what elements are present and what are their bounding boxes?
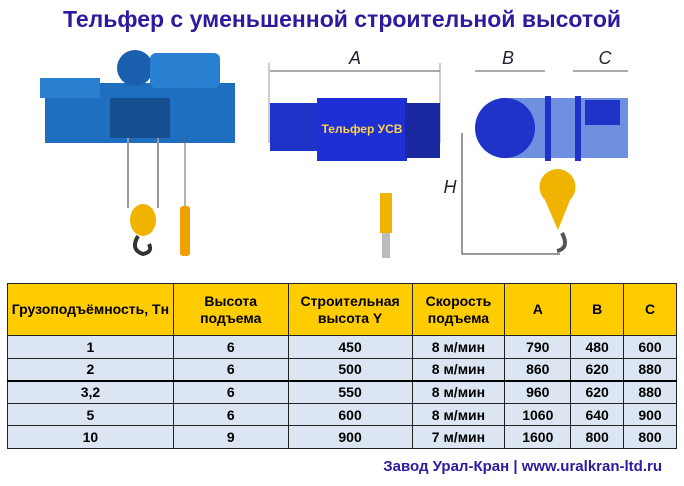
header-build-height: Строительная высота Y: [287, 283, 413, 336]
table-cell: 6: [172, 402, 289, 427]
table-cell: 790: [504, 335, 572, 359]
table-cell: 5: [7, 402, 174, 427]
table-cell: 900: [623, 402, 677, 427]
header-a: A: [504, 283, 572, 336]
table-cell: 8 м/мин: [411, 379, 506, 404]
header-c: C: [623, 283, 677, 336]
table-header-row: Грузоподъёмность, Тн Высота подъема Стро…: [7, 283, 677, 336]
table-cell: 6: [172, 335, 289, 359]
table-cell: 480: [570, 335, 625, 359]
hoist-photo: [40, 50, 235, 257]
table-cell: 6: [172, 379, 289, 404]
table-cell: 1: [7, 335, 174, 359]
table-cell: 1600: [504, 425, 572, 449]
table-cell: 10: [7, 425, 174, 449]
header-lift-height: Высота подъема: [172, 283, 289, 336]
header-b: B: [570, 283, 625, 336]
page-title: Тельфер с уменьшенной строительной высот…: [62, 6, 622, 32]
table-cell: 6: [172, 357, 289, 382]
hoist-label: Тельфер УСВ: [322, 122, 403, 136]
table-cell: 8 м/мин: [411, 335, 506, 359]
header-lift-speed: Скорость подъема: [411, 283, 506, 336]
footer-credit: Завод Урал-Кран | www.uralkran-ltd.ru: [383, 458, 662, 475]
table-cell: 800: [623, 425, 677, 449]
table-cell: 880: [623, 379, 677, 404]
table-cell: 3,2: [7, 379, 174, 404]
dim-b-label: B: [502, 48, 514, 68]
table-cell: 8 м/мин: [411, 402, 506, 427]
table-cell: 8 м/мин: [411, 357, 506, 382]
table-cell: 620: [570, 357, 625, 382]
header-capacity: Грузоподъёмность, Тн: [7, 283, 174, 336]
table-cell: 860: [504, 357, 572, 382]
dim-c-label: C: [599, 48, 613, 68]
table-cell: 880: [623, 357, 677, 382]
table-cell: 600: [623, 335, 677, 359]
table-cell: 960: [504, 379, 572, 404]
specs-table: Грузоподъёмность, Тн Высота подъема Стро…: [7, 283, 677, 449]
table-cell: 1060: [504, 402, 572, 427]
table-cell: 600: [287, 402, 413, 427]
hoist-illustration: A Тельфер УСВ B C H: [40, 48, 628, 258]
table-cell: 450: [287, 335, 413, 359]
dim-a-label: A: [348, 48, 361, 68]
table-cell: 2: [7, 357, 174, 382]
table-cell: 640: [570, 402, 625, 427]
dim-h-label: H: [444, 177, 458, 197]
table-cell: 500: [287, 357, 413, 382]
front-view-drawing: A Тельфер УСВ: [268, 48, 441, 258]
table-cell: 800: [570, 425, 625, 449]
table-cell: 7 м/мин: [411, 425, 506, 449]
side-view-drawing: B C H: [444, 48, 628, 255]
table-cell: 620: [570, 379, 625, 404]
table-cell: 550: [287, 379, 413, 404]
table-cell: 900: [287, 425, 413, 449]
table-cell: 9: [172, 425, 289, 449]
